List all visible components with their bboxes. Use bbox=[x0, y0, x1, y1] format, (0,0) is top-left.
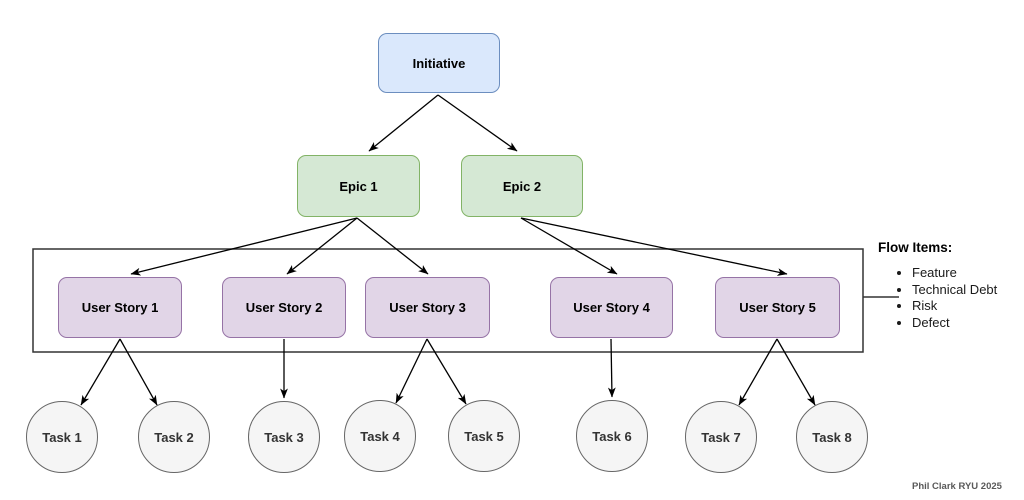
node-task-2: Task 2 bbox=[138, 401, 210, 473]
node-user-story-3-label: User Story 3 bbox=[389, 300, 466, 315]
node-user-story-3: User Story 3 bbox=[365, 277, 490, 338]
arrow-epic1-userstory1 bbox=[130, 217, 358, 276]
node-task-5-label: Task 5 bbox=[464, 428, 504, 444]
node-initiative: Initiative bbox=[378, 33, 500, 93]
node-epic-2: Epic 2 bbox=[461, 155, 583, 217]
arrow-epic2-userstory4 bbox=[520, 217, 618, 275]
node-user-story-4-label: User Story 4 bbox=[573, 300, 650, 315]
node-task-7-label: Task 7 bbox=[701, 429, 741, 445]
arrow-epic1-userstory2 bbox=[286, 217, 358, 275]
node-task-4-label: Task 4 bbox=[360, 428, 400, 444]
node-epic-1: Epic 1 bbox=[297, 155, 420, 217]
flow-items-title: Flow Items: bbox=[878, 240, 953, 255]
arrow-userstory1-task1 bbox=[80, 338, 121, 406]
node-task-1-label: Task 1 bbox=[42, 429, 82, 445]
arrow-epic2-userstory5 bbox=[520, 217, 788, 276]
node-task-1: Task 1 bbox=[26, 401, 98, 473]
node-user-story-1: User Story 1 bbox=[58, 277, 182, 338]
flow-items-legend: Flow Items: Feature Technical Debt Risk … bbox=[878, 240, 1020, 331]
flow-items-container-rect bbox=[32, 248, 864, 353]
node-user-story-2: User Story 2 bbox=[222, 277, 346, 338]
arrow-epic1-userstory3 bbox=[356, 217, 429, 275]
flow-item-technical-debt: Technical Debt bbox=[912, 282, 1020, 299]
node-task-3-label: Task 3 bbox=[264, 429, 304, 445]
node-task-2-label: Task 2 bbox=[154, 429, 194, 445]
node-user-story-2-label: User Story 2 bbox=[245, 300, 323, 315]
flow-item-defect: Defect bbox=[912, 315, 1020, 332]
node-task-6-label: Task 6 bbox=[592, 428, 632, 444]
arrow-userstory4-task6 bbox=[607, 338, 616, 398]
node-task-6: Task 6 bbox=[576, 400, 648, 472]
arrow-userstory3-task4 bbox=[395, 338, 428, 404]
arrow-userstory5-task8 bbox=[776, 338, 816, 406]
arrow-userstory5-task7 bbox=[738, 338, 778, 406]
node-task-8: Task 8 bbox=[796, 401, 868, 473]
arrow-initiative-epic2 bbox=[437, 94, 518, 152]
flow-item-feature: Feature bbox=[912, 265, 1020, 282]
node-user-story-1-label: User Story 1 bbox=[81, 300, 159, 315]
credit-text: Phil Clark RYU 2025 bbox=[912, 481, 1002, 492]
node-user-story-5: User Story 5 bbox=[715, 277, 840, 338]
node-epic-2-label: Epic 2 bbox=[502, 178, 542, 194]
arrow-userstory1-task2 bbox=[119, 338, 158, 406]
node-initiative-label: Initiative bbox=[412, 55, 466, 71]
node-task-5: Task 5 bbox=[448, 400, 520, 472]
node-epic-1-label: Epic 1 bbox=[339, 178, 378, 194]
node-task-8-label: Task 8 bbox=[812, 429, 852, 445]
node-task-3: Task 3 bbox=[248, 401, 320, 473]
flow-item-risk: Risk bbox=[912, 298, 1020, 315]
flow-items-list: Feature Technical Debt Risk Defect bbox=[878, 265, 1020, 331]
node-task-7: Task 7 bbox=[685, 401, 757, 473]
arrow-userstory3-task5 bbox=[426, 338, 467, 405]
node-task-4: Task 4 bbox=[344, 400, 416, 472]
node-user-story-4: User Story 4 bbox=[550, 277, 673, 338]
arrow-initiative-epic1 bbox=[368, 94, 439, 152]
node-user-story-5-label: User Story 5 bbox=[739, 300, 816, 315]
